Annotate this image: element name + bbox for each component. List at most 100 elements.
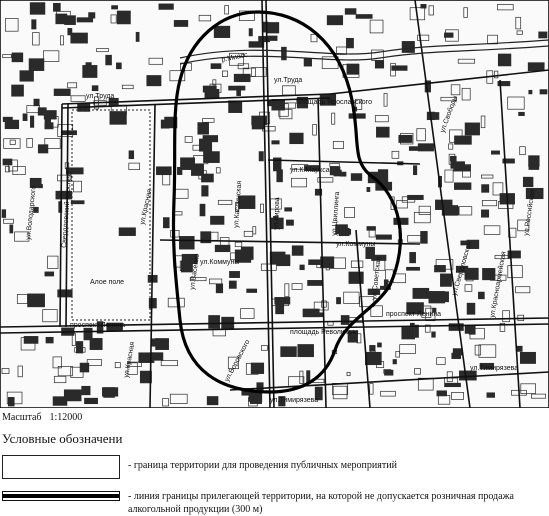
building-block: [445, 29, 459, 42]
building-block: [61, 130, 77, 136]
building-block: [307, 280, 323, 286]
building-block: [391, 150, 400, 159]
building-block: [479, 362, 495, 370]
building-block: [414, 368, 421, 375]
building-block: [27, 293, 45, 308]
building-block: [355, 98, 363, 110]
building-block: [406, 302, 424, 315]
label-lenina-right: проспект Ленина: [386, 311, 441, 318]
building-block: [148, 57, 163, 65]
building-block: [215, 283, 224, 294]
building-block: [515, 16, 522, 30]
building-block: [464, 122, 480, 136]
building-block: [248, 41, 265, 48]
building-block: [336, 297, 341, 305]
building-block: [67, 28, 73, 36]
miass-river: [179, 39, 549, 59]
building-block: [110, 14, 117, 24]
building-block: [191, 163, 204, 176]
building-block: [522, 176, 534, 188]
building-block: [208, 315, 220, 329]
building-block: [251, 124, 265, 130]
legend-swatch-boundary-line: [2, 491, 120, 501]
building-block: [1, 209, 7, 218]
building-block: [37, 107, 47, 116]
building-block: [468, 325, 476, 335]
building-block: [79, 362, 90, 373]
building-block: [466, 302, 476, 315]
building-block: [206, 396, 219, 406]
building-block: [224, 5, 229, 15]
street-lenina: [0, 317, 549, 328]
building-block: [189, 277, 207, 282]
street-truda-line2: [61, 97, 331, 109]
building-block: [528, 89, 533, 95]
street-timiryazeva: [229, 371, 549, 391]
building-block: [2, 116, 13, 122]
building-block: [482, 268, 496, 281]
building-block: [438, 291, 449, 303]
building-block: [164, 116, 178, 129]
building-block: [1, 368, 10, 374]
building-block: [60, 35, 64, 46]
street-tsvillinga: [317, 97, 327, 408]
building-block: [184, 136, 193, 143]
building-block: [81, 385, 91, 396]
building-block: [384, 369, 394, 376]
label-revolution-square: площадь Революции: [290, 329, 358, 336]
building-block: [401, 327, 415, 340]
building-block: [444, 382, 461, 388]
building-block: [201, 173, 214, 183]
building-block: [84, 397, 98, 405]
building-block: [192, 144, 203, 151]
legend-item-boundary-line: - линия границы прилегающей территории, …: [128, 491, 514, 515]
building-block: [369, 383, 374, 395]
street-truda: [61, 93, 331, 105]
city-map: ул.Труда ул.Труда р.Миасс площадь Яросла…: [0, 0, 549, 408]
building-block: [70, 32, 88, 44]
scale-value: 1:12000: [49, 412, 83, 423]
building-block: [366, 187, 371, 192]
building-block: [261, 345, 268, 351]
label-lenina-left: проспект Ленина: [70, 322, 125, 329]
building-block: [329, 166, 341, 176]
street-rossiyskaya: [499, 79, 521, 408]
building-block: [202, 118, 215, 123]
building-block: [539, 89, 548, 95]
building-block: [449, 129, 463, 143]
building-block: [45, 336, 54, 344]
building-block: [111, 5, 118, 10]
building-block: [453, 165, 471, 172]
building-block: [260, 203, 264, 213]
street-lenina-line2: [0, 323, 549, 334]
building-block: [160, 360, 178, 367]
building-block: [228, 85, 246, 91]
scale-label: Масштаб: [2, 412, 42, 423]
building-block: [128, 162, 140, 170]
building-block: [480, 115, 486, 129]
building-block: [199, 203, 206, 217]
building-block: [284, 207, 293, 212]
building-block: [399, 344, 416, 354]
building-block: [52, 396, 68, 406]
building-block: [350, 173, 363, 181]
building-block: [478, 291, 485, 300]
building-block: [440, 96, 457, 102]
building-block: [528, 155, 540, 167]
label-kaslinskaya: ул.Каслинская: [233, 180, 243, 228]
building-block: [70, 200, 85, 205]
building-block: [260, 263, 277, 271]
building-block: [461, 87, 471, 101]
building-block: [212, 79, 217, 86]
building-block: [28, 58, 45, 71]
building-block: [251, 67, 267, 77]
building-block: [373, 257, 386, 271]
building-block: [217, 199, 233, 205]
building-block: [515, 286, 531, 294]
building-block: [463, 7, 468, 18]
building-block: [478, 344, 497, 358]
miass-river-bank: [179, 45, 549, 65]
label-truda-right: ул.Труда: [274, 77, 302, 84]
building-block: [474, 344, 482, 356]
building-block: [57, 366, 73, 377]
